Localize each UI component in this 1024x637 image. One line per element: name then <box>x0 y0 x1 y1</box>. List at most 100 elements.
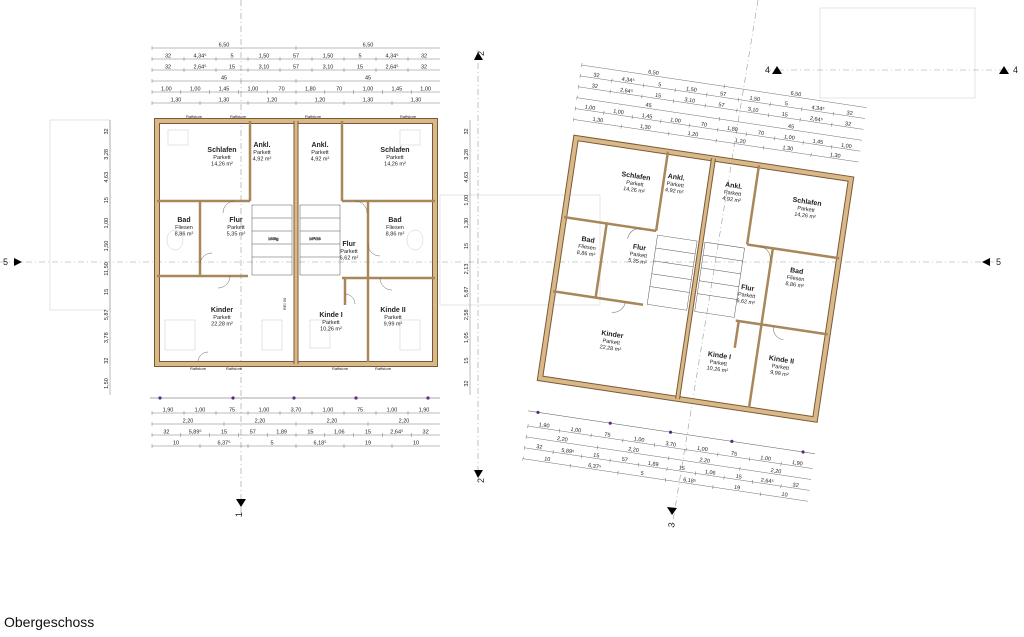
dimension-value: 1,30 <box>171 98 182 104</box>
room-detail: Fliesen <box>786 275 804 284</box>
dimension-value: 2,20 <box>556 436 567 444</box>
dimension-value: 1,06 <box>704 469 715 477</box>
dimension-value: 1,89 <box>276 430 287 436</box>
room-name: Schlafen <box>621 171 651 182</box>
room-detail: Parkett <box>797 206 816 215</box>
dimension-value: 15 <box>781 112 788 119</box>
room-name: Ankl. <box>725 182 743 191</box>
dimension-value: 1,06 <box>334 430 345 436</box>
dimension-tick <box>801 107 803 112</box>
dimension-tick <box>767 113 769 118</box>
axis-label: 4 <box>1013 65 1018 75</box>
stair-label: 18⁸/28 <box>309 236 321 241</box>
dimension-value: 1,00 <box>760 455 771 463</box>
dimension-tick <box>622 438 624 443</box>
dimension-value: 6,50 <box>363 43 374 49</box>
dimension-value: 15 <box>365 430 371 436</box>
window-tag: Raffstore <box>186 114 203 119</box>
dimension-value: 3,70 <box>665 441 676 449</box>
dimension-value: 3,70 <box>291 408 302 414</box>
dimension-tick <box>660 119 662 124</box>
window-tag: Raffstore <box>190 366 207 371</box>
dimension-tick <box>653 442 655 447</box>
dimension-tick <box>579 73 581 78</box>
dimension-value: 5,87 <box>464 287 470 298</box>
dimension-value: 1,20 <box>315 98 326 104</box>
staircase <box>646 234 745 318</box>
dimension-value: 45 <box>787 124 794 131</box>
dimension-value: 4,63 <box>104 172 110 183</box>
dimension-value: 1,00 <box>190 87 201 93</box>
dimension-tick <box>524 445 526 450</box>
dimension-value: 15 <box>655 93 662 100</box>
room-name: Bad <box>177 217 190 224</box>
room-detail: 8,86 m² <box>386 232 405 238</box>
room-detail: Parkett <box>322 320 340 326</box>
dimension-value: 70 <box>279 87 285 93</box>
room-detail: Parkett <box>386 155 404 161</box>
dimension-line <box>527 425 813 469</box>
dimension-value: 1,90 <box>419 408 430 414</box>
dimension-tick <box>712 485 714 490</box>
dimension-line <box>580 75 866 119</box>
dimension-value: 5 <box>784 101 788 107</box>
dimension-value: 57 <box>621 457 628 464</box>
dimension-value: 57 <box>293 65 299 71</box>
dimension-value: 32 <box>104 358 110 364</box>
room-detail: 10,26 m² <box>706 365 729 374</box>
room-name: Bad <box>790 267 804 276</box>
dimension-value: 57 <box>293 54 299 60</box>
dimension-value: 1,00 <box>670 117 681 125</box>
room-detail: Fliesen <box>386 225 404 231</box>
window-tag: Raffstore <box>230 114 247 119</box>
dimension-tick <box>780 484 782 489</box>
room-detail: Fliesen <box>175 225 193 231</box>
dimension-value: 1,30 <box>219 98 230 104</box>
axis-label: 2 <box>476 478 486 483</box>
axis-label: 1 <box>234 512 244 517</box>
dimension-value: 1,45 <box>812 139 823 147</box>
dimension-value: 10 <box>544 456 551 463</box>
axis-arrow <box>474 470 483 478</box>
dimension-tick <box>611 78 613 83</box>
room-name: Flur <box>229 217 242 224</box>
dimension-tick <box>769 102 771 107</box>
dimension-value: 32 <box>421 54 427 60</box>
dimension-value: 32 <box>536 444 543 451</box>
dimension-value: 1,00 <box>195 408 206 414</box>
room-name: Flur <box>342 241 355 248</box>
room-detail: 4,92 m² <box>253 157 272 163</box>
dimension-value: 2,13 <box>464 264 470 275</box>
dimension-value: 4,34⁵ <box>621 76 635 85</box>
dimension-lines-bottom: 1,901,00751,003,701,00751,001,902,202,20… <box>522 422 813 502</box>
dimension-value: 1,50 <box>686 86 697 94</box>
room-detail: 9,99 m² <box>384 322 403 328</box>
dimension-value: 1,45 <box>219 87 230 93</box>
axis-arrow <box>667 507 677 515</box>
dimension-tick <box>631 115 633 120</box>
dimension-tick <box>774 136 776 141</box>
dimension-value: 1,00 <box>784 134 795 142</box>
dimension-tick <box>574 106 576 111</box>
room-name: Kinde II <box>768 355 794 366</box>
dimension-value: 1,30 <box>411 98 422 104</box>
dimension-value: 1,00 <box>387 408 398 414</box>
dimension-value: 2,64⁵ <box>809 115 823 124</box>
axis-label: 4 <box>765 65 770 75</box>
dimension-value: 11,50 <box>104 262 110 275</box>
dimension-value: 1,89 <box>647 461 658 469</box>
dimension-value: 1,05 <box>464 332 470 343</box>
dimension-tick <box>704 103 706 108</box>
dimension-value: 3,28 <box>464 149 470 160</box>
left-floor-plan: 16Stg 18⁸/28 REI 90 SchlafenParkett14,26… <box>104 43 471 448</box>
dimension-value: 1,50 <box>323 54 334 60</box>
room-detail: 14,26 m² <box>794 212 817 221</box>
dimension-value: 15 <box>735 474 742 481</box>
window-tag: Raffstore <box>305 114 322 119</box>
dimension-value: 75 <box>604 432 611 439</box>
dimension-tick <box>736 108 738 113</box>
dimension-value: 4,34⁵ <box>811 104 825 113</box>
room-detail: 4,92 m² <box>664 187 683 196</box>
